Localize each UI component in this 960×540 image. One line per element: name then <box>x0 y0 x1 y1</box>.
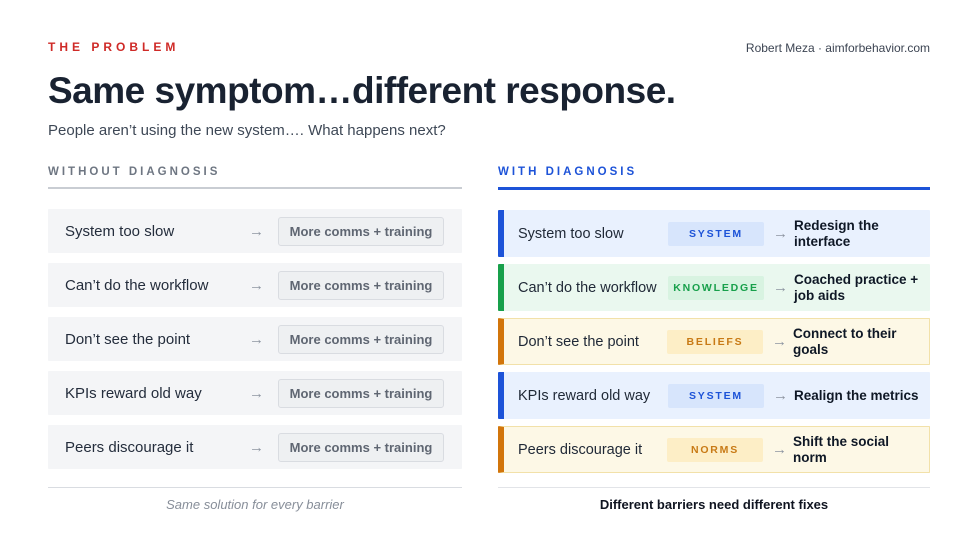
diagnosis-row: Peers discourage it NORMS → Shift the socia… <box>498 426 930 473</box>
with-diagnosis-header: WITH DIAGNOSIS <box>498 166 930 190</box>
diagnosis-tag: SYSTEM <box>668 383 764 408</box>
page-title: Same symptom…different response. <box>48 70 676 111</box>
eyebrow-label: THE PROBLEM <box>48 40 180 54</box>
fix-label: Shift the social norm <box>793 433 890 465</box>
symptom-label: Don’t see the point <box>518 333 639 350</box>
without-diagnosis-header: WITHOUT DIAGNOSIS <box>48 166 462 189</box>
diagnosis-row: System too slow SYSTEM → Redesign the inter… <box>498 210 930 257</box>
arrow-icon: → <box>249 330 264 348</box>
diagnosis-tag: SYSTEM <box>668 221 764 246</box>
symptom-label: System too slow <box>518 225 624 242</box>
symptom-row: Don’t see the point → More comms + trainin… <box>48 317 462 361</box>
diagnosis-row: Can’t do the workflow KNOWLEDGE → Coached p… <box>498 264 930 311</box>
symptom-label: System too slow <box>65 222 175 240</box>
symptom-row: Peers discourage it → More comms + trainin… <box>48 425 462 469</box>
symptom-label: Peers discourage it <box>518 441 643 458</box>
diagnosis-tag: NORMS <box>667 437 763 462</box>
arrow-icon: → <box>773 225 788 242</box>
diagnosis-row: KPIs reward old way SYSTEM → Realign the me… <box>498 372 930 419</box>
symptom-row: KPIs reward old way → More comms + trainin… <box>48 371 462 415</box>
same-response-chip: More comms + training <box>278 378 444 408</box>
arrow-icon: → <box>249 438 264 456</box>
arrow-icon: → <box>773 279 788 296</box>
diagnosis-tag: KNOWLEDGE <box>668 275 764 300</box>
right-caption: Different barriers need different fixes <box>498 487 930 512</box>
diagnosis-row: Don’t see the point BELIEFS → Connect to th… <box>498 318 930 365</box>
diagnosis-tag: BELIEFS <box>667 329 763 354</box>
symptom-label: Can’t do the workflow <box>65 276 209 294</box>
without-diagnosis-column: WITHOUT DIAGNOSIS System too slow → More c… <box>48 166 462 512</box>
symptom-label: KPIs reward old way <box>65 384 202 402</box>
symptom-label: Don’t see the point <box>65 330 191 348</box>
arrow-icon: → <box>773 387 788 404</box>
symptom-label: Can’t do the workflow <box>518 279 657 296</box>
fix-label: Connect to their goals <box>793 325 897 357</box>
arrow-icon: → <box>249 222 264 240</box>
same-response-chip: More comms + training <box>278 270 444 300</box>
same-response-chip: More comms + training <box>278 216 444 246</box>
arrow-icon: → <box>772 333 787 350</box>
page-subtitle: People aren’t using the new system…. Wha… <box>48 122 446 139</box>
arrow-icon: → <box>249 384 264 402</box>
attribution: Robert Meza · aimforbehavior.com <box>745 41 930 55</box>
same-response-chip: More comms + training <box>278 324 444 354</box>
left-caption: Same solution for every barrier <box>48 487 462 512</box>
arrow-icon: → <box>249 276 264 294</box>
fix-label: Realign the metrics <box>794 387 919 403</box>
arrow-icon: → <box>772 441 787 458</box>
fix-label: Redesign the interface <box>794 217 879 249</box>
symptom-label: Peers discourage it <box>65 438 194 456</box>
fix-label: Coached practice + job aids <box>794 271 919 303</box>
comparison-columns: WITHOUT DIAGNOSIS System too slow → More c… <box>48 166 930 512</box>
same-response-chip: More comms + training <box>278 432 444 462</box>
symptom-row: Can’t do the workflow → More comms + train… <box>48 263 462 307</box>
symptom-row: System too slow → More comms + training <box>48 209 462 253</box>
symptom-label: KPIs reward old way <box>518 387 651 404</box>
